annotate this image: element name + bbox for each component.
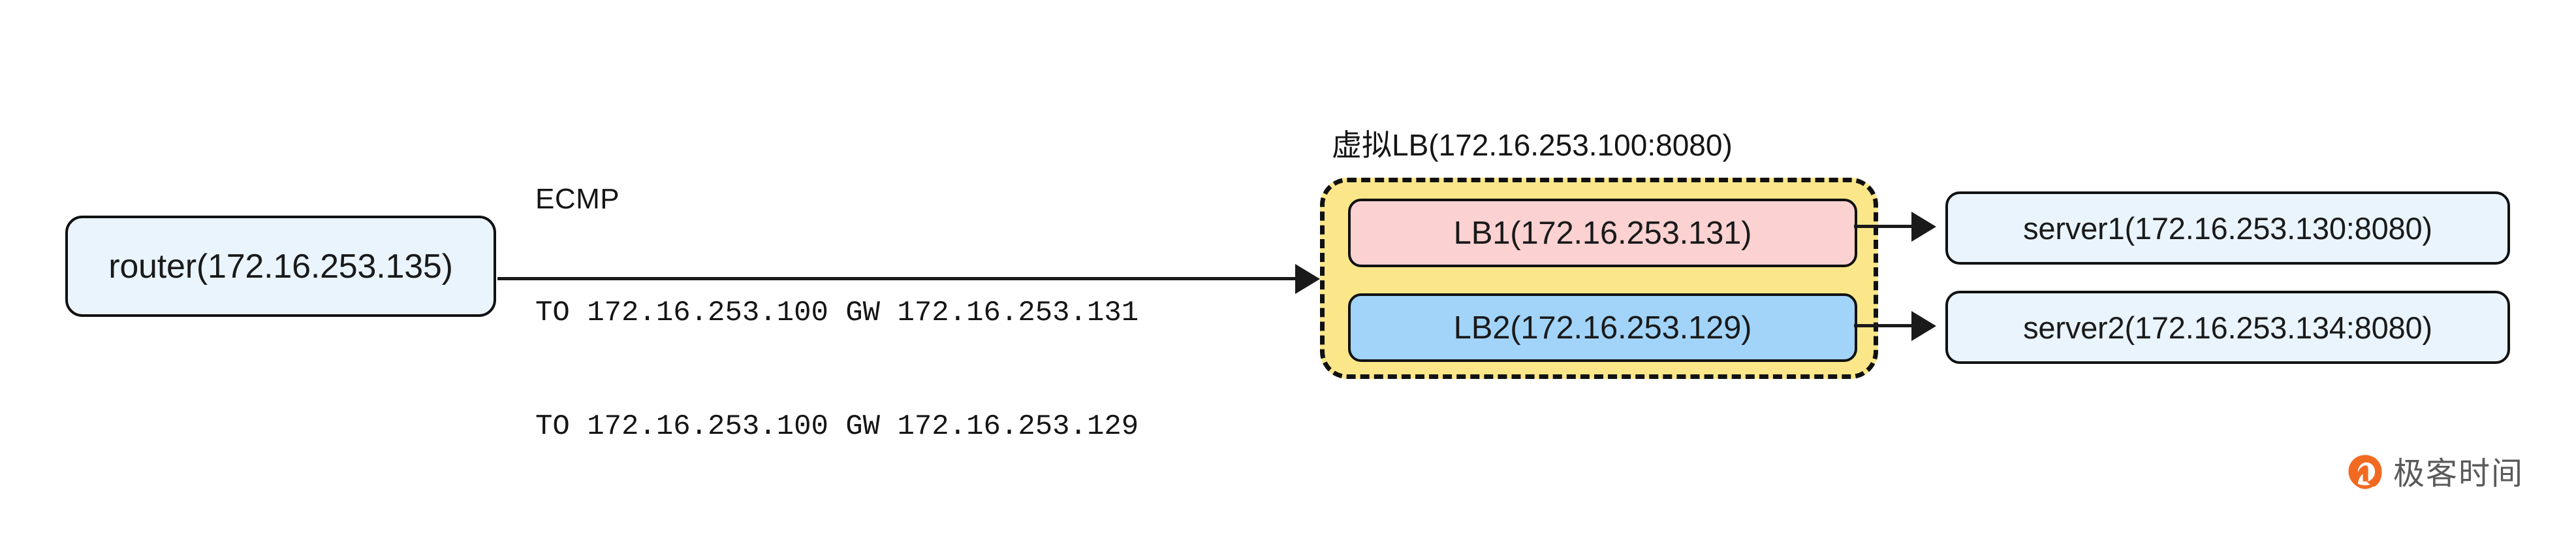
connector-lb2-to-server2 [1854, 324, 1913, 327]
node-router-label: router(172.16.253.135) [108, 247, 453, 286]
ecmp-title: ECMP [535, 183, 620, 215]
node-server1-label: server1(172.16.253.130:8080) [2023, 210, 2432, 246]
arrowhead-router-to-lb [1295, 264, 1320, 294]
node-server1: server1(172.16.253.130:8080) [1945, 191, 2510, 265]
watermark-text: 极客时间 [2393, 456, 2524, 491]
virtual-lb-label: 虚拟LB(172.16.253.100:8080) [1332, 128, 1733, 162]
virtual-lb-group: LB1(172.16.253.131) LB2(172.16.253.129) [1320, 178, 1878, 379]
connector-lb1-to-server1 [1854, 225, 1913, 228]
node-router: router(172.16.253.135) [65, 216, 496, 317]
ecmp-route-block: ECMP TO 172.16.253.100 GW 172.16.253.131… [535, 105, 1139, 521]
node-lb1-label: LB1(172.16.253.131) [1453, 215, 1752, 251]
node-lb1: LB1(172.16.253.131) [1348, 199, 1857, 267]
connector-router-to-lb [497, 277, 1295, 280]
node-server2: server2(172.16.253.134:8080) [1945, 291, 2510, 364]
watermark: 极客时间 [2346, 453, 2524, 495]
geektime-logo-icon [2346, 453, 2384, 495]
node-lb2-label: LB2(172.16.253.129) [1453, 310, 1752, 346]
node-lb2: LB2(172.16.253.129) [1348, 293, 1857, 362]
arrowhead-lb1-to-server1 [1911, 212, 1936, 242]
ecmp-route-line-2: TO 172.16.253.100 GW 172.16.253.129 [535, 410, 1139, 443]
ecmp-route-line-1: TO 172.16.253.100 GW 172.16.253.131 [535, 297, 1139, 329]
node-server2-label: server2(172.16.253.134:8080) [2023, 310, 2432, 345]
arrowhead-lb2-to-server2 [1911, 311, 1936, 341]
